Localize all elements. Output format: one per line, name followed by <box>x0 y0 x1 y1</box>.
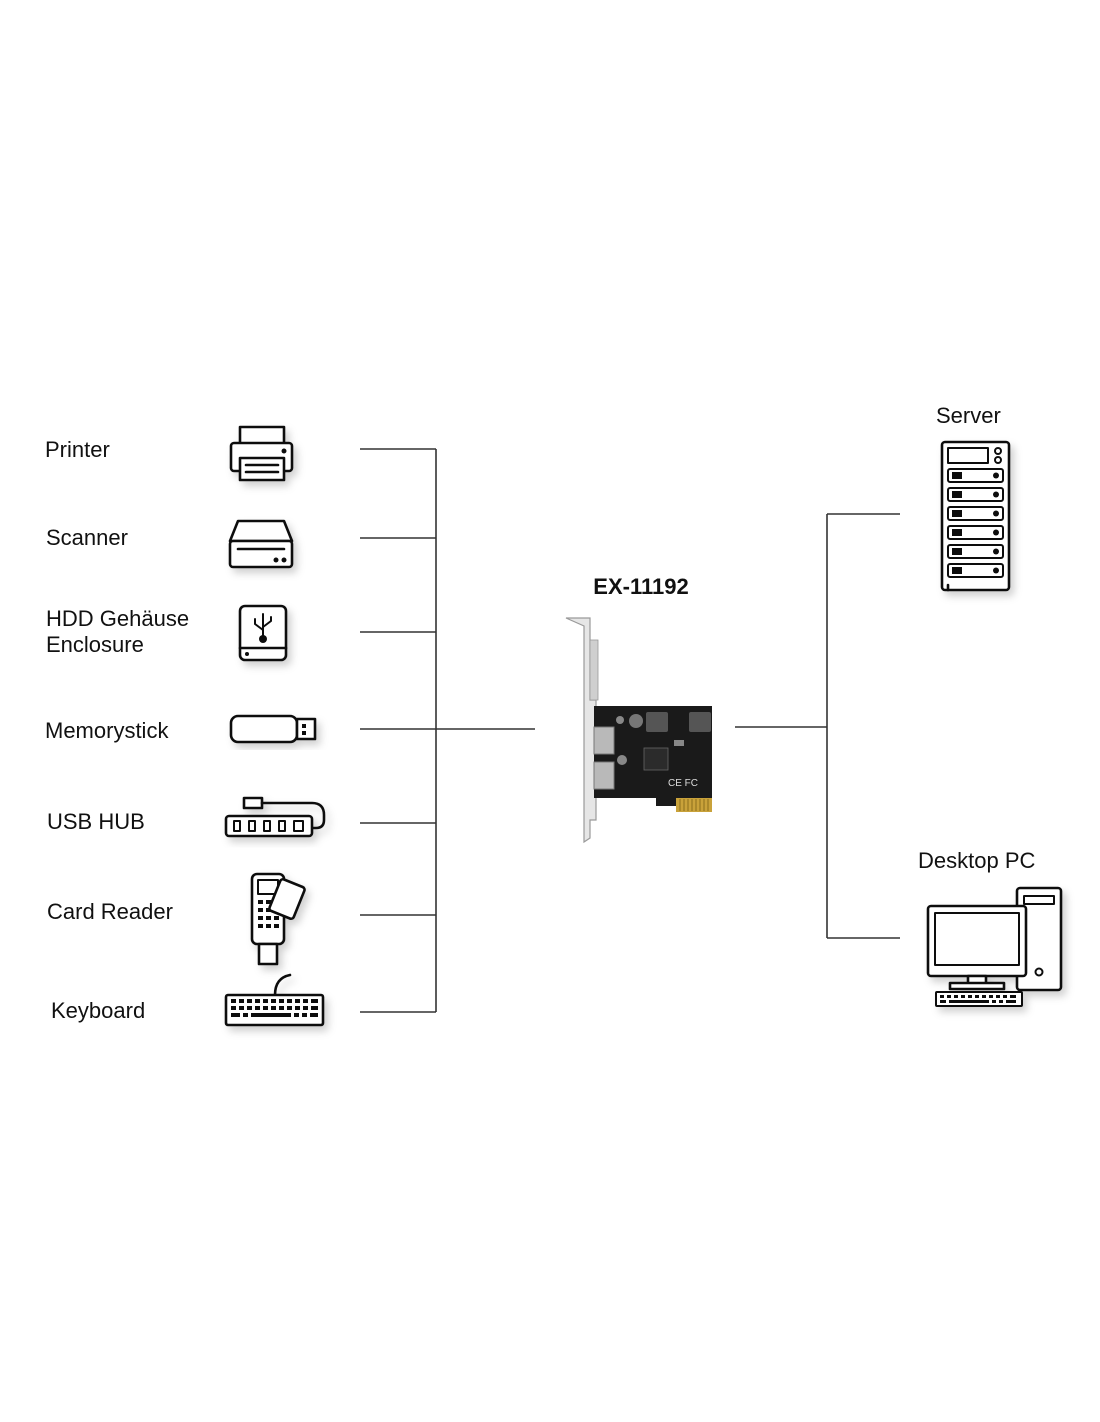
scanner-icon <box>228 519 294 569</box>
usb-hub-icon <box>224 796 326 838</box>
device-label-scanner: Scanner <box>46 525 128 550</box>
pcie-card-image: CE FC <box>565 617 712 844</box>
desktop-pc-icon <box>926 886 1063 1007</box>
host-label-desktop-pc: Desktop PC <box>918 848 1035 873</box>
device-label-hdd-line1: HDD Gehäuse <box>46 606 189 631</box>
memorystick-icon <box>229 714 317 744</box>
printer-icon <box>229 425 294 482</box>
card-reader-icon <box>250 872 306 966</box>
card-certification-mark: CE FC <box>668 778 698 789</box>
device-label-usb-hub: USB HUB <box>47 809 145 834</box>
device-label-printer: Printer <box>45 437 110 462</box>
right-bus-wiring <box>735 513 900 939</box>
device-label-card-reader: Card Reader <box>47 899 173 924</box>
host-label-server: Server <box>936 403 1001 428</box>
server-icon <box>940 440 1011 592</box>
device-label-memorystick: Memorystick <box>45 718 169 743</box>
device-label-keyboard: Keyboard <box>51 998 145 1023</box>
left-bus-wiring <box>360 448 535 1013</box>
usb-drive-icon <box>238 604 288 662</box>
keyboard-icon <box>224 973 325 1027</box>
device-label-hdd-line2: Enclosure <box>46 632 144 657</box>
card-title: EX-11192 <box>593 574 688 599</box>
